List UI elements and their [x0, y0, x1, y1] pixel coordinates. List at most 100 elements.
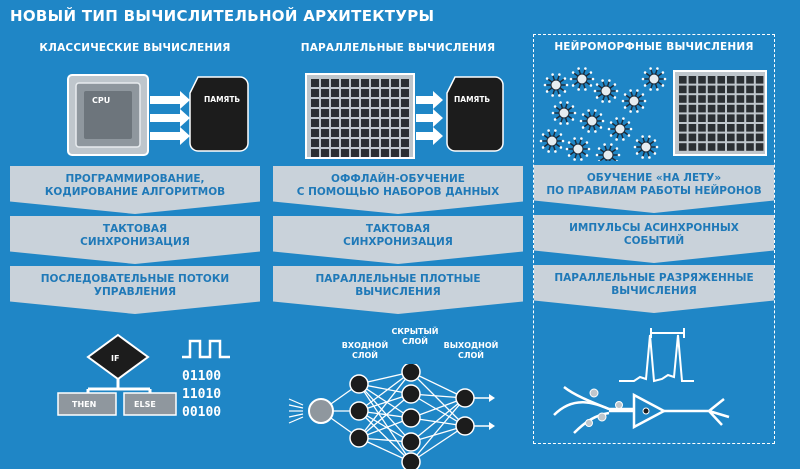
dendrite-tip [559, 133, 563, 136]
chip-cell [311, 89, 319, 97]
chip-cell [717, 95, 725, 103]
chip-cell [341, 109, 349, 117]
dendrite-tip [551, 94, 554, 97]
input-layer-label: ВХОДНОЙ СЛОЙ [341, 341, 389, 360]
chip-cell [679, 114, 687, 122]
dendrite-tip [563, 90, 567, 93]
connection [358, 383, 412, 463]
hidden-node [401, 432, 421, 452]
dendrite-tip [563, 77, 567, 80]
neuron-body [586, 115, 598, 127]
chip-cell [351, 129, 359, 137]
dendrite-tip [635, 152, 639, 155]
chip-cell [727, 95, 735, 103]
band-async-spikes: ИМПУЛЬСЫ АСИНХРОННЫХ СОБЫТИЙ [534, 215, 774, 263]
band-sequential-flow: ПОСЛЕДОВАТЕЛЬНЫЕ ПОТОКИ УПРАВЛЕНИЯ [10, 266, 260, 314]
dendrite-tip [539, 139, 543, 143]
dendrite-tip [587, 130, 590, 133]
chip-cell [331, 149, 339, 157]
then-label: THEN [72, 400, 96, 409]
dendrite-tip [543, 83, 547, 87]
dendrite-tip [615, 138, 618, 141]
chip-cell [341, 79, 349, 87]
chip-cell [361, 89, 369, 97]
hidden-layer-label: СКРЫТЫЙ СЛОЙ [391, 327, 439, 346]
chip-cell [351, 149, 359, 157]
output-arrowhead [489, 394, 495, 402]
neuron-body [558, 107, 570, 119]
chip-cell [401, 149, 409, 157]
chip-cell [371, 99, 379, 107]
chip-cell [331, 119, 339, 127]
dendrite-tip [565, 83, 569, 87]
dendrite-tip [609, 134, 613, 137]
hidden-node [349, 374, 369, 394]
dendrite-tip [547, 129, 550, 132]
chip-cell [746, 143, 754, 151]
chip-cell [707, 95, 716, 103]
chip-cell [717, 124, 725, 132]
dendrite-tip [629, 127, 633, 131]
dendrite-tip [599, 113, 603, 116]
chip-cell [351, 79, 359, 87]
chip-cell [351, 89, 359, 97]
neuron-body [640, 141, 652, 153]
chip-cell [341, 99, 349, 107]
connection [410, 393, 466, 427]
dendrite-tip [636, 89, 639, 92]
dendrite-tip [589, 71, 593, 74]
dendrite-tip [594, 130, 597, 133]
chip-cell [698, 95, 706, 103]
chip-cell [727, 114, 735, 122]
connection [410, 397, 466, 443]
dendrite-tip [629, 110, 632, 113]
chip-cell [755, 76, 764, 84]
chip-cell [755, 133, 764, 142]
chip-cell [321, 149, 329, 157]
dendrite-tip [633, 145, 637, 149]
dendrite-tip [627, 121, 631, 124]
dendrite-tip [603, 143, 606, 146]
dendrite-tip [561, 139, 565, 143]
chip-cell [321, 99, 329, 107]
connection [358, 383, 412, 443]
dendrite-tip [571, 118, 575, 121]
dendrite-tip [615, 160, 619, 161]
dendrite-tip [622, 138, 625, 141]
dendrite-tip [648, 156, 651, 159]
chip-cell [321, 109, 329, 117]
input-node [308, 398, 334, 424]
chip-cell [736, 76, 745, 84]
chip-cell [361, 119, 369, 127]
gpu-memory-illustration: ПАМЯТЬ [305, 73, 504, 159]
chip-cell [311, 109, 319, 117]
chip-cell [401, 109, 409, 117]
chip-cell [755, 143, 764, 151]
neuromorphic-chip-icon [673, 70, 767, 156]
chip-cell [331, 129, 339, 137]
hidden-node [349, 401, 369, 421]
connection [358, 371, 412, 439]
dendrite-tip [656, 88, 659, 91]
chip-cell [341, 129, 349, 137]
chip-cell [391, 79, 399, 87]
chip-cell [736, 95, 745, 103]
chip-cell [371, 149, 379, 157]
dendrite-tip [585, 141, 589, 144]
dendrite-tip [581, 126, 585, 129]
chip-cell [321, 129, 329, 137]
chip-cell [391, 109, 399, 117]
chip-cell [717, 76, 725, 84]
memory-block-icon: ПАМЯТЬ [189, 76, 249, 152]
dendrite-tip [595, 96, 599, 99]
chip-cell [391, 129, 399, 137]
neuron-body [602, 149, 614, 161]
chip-cell [707, 143, 716, 151]
dendrite-tip [584, 88, 587, 91]
column-heading: НЕЙРОМОРФНЫЕ ВЫЧИСЛЕНИЯ [554, 41, 754, 53]
dendrite-tip [655, 145, 659, 149]
dendrite-tip [621, 99, 625, 103]
neuron-body [572, 143, 584, 155]
neuron-body [614, 123, 626, 135]
chip-cell [351, 109, 359, 117]
